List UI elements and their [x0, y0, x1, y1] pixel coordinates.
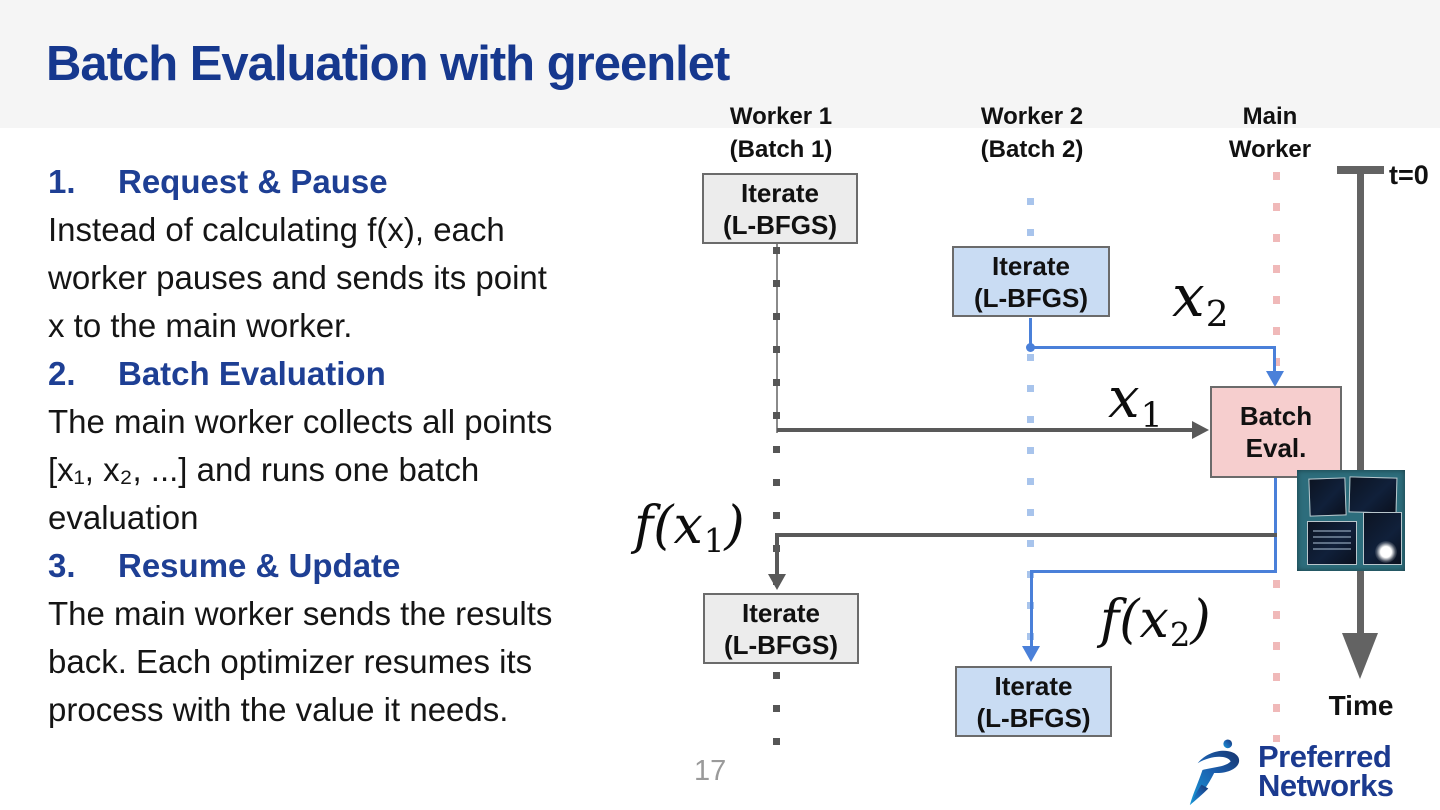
worker2-batch-label: (Batch 2) — [980, 136, 1084, 163]
batch-eval-box: Batch Eval. — [1210, 386, 1342, 478]
step-1-heading: 1. Request & Pause — [48, 158, 713, 206]
time-label: Time — [1328, 690, 1394, 721]
step-3-body-line: process with the value it needs. — [48, 691, 509, 728]
x2-label: x2 — [1172, 262, 1229, 336]
title-band — [0, 0, 1440, 128]
step-1-body-line: worker pauses and sends its point — [48, 259, 547, 296]
x1-message-line — [777, 428, 1194, 432]
column-header-worker1: Worker 1 (Batch 1) — [701, 100, 861, 166]
worker1-lifeline-dots — [773, 247, 780, 429]
step-2-number: 2. — [48, 355, 76, 392]
chip-tile — [1363, 512, 1402, 565]
step-2-body-line: The main worker collects all points — [48, 403, 553, 440]
page-number: 17 — [694, 755, 727, 787]
fx2-return-line — [1031, 570, 1277, 573]
batch-label: Batch — [1239, 401, 1313, 431]
column-header-worker2: Worker 2 (Batch 2) — [952, 100, 1112, 166]
step-2-body-line: [x₁, x₂, ...] and runs one batch — [48, 451, 480, 488]
fx1-label: f(x1) — [634, 496, 745, 561]
fx2-return-drop — [1030, 570, 1033, 648]
fx2-arrowhead-icon — [1022, 646, 1040, 662]
worker2-label: Worker 2 — [980, 103, 1084, 130]
step-1-title: Request & Pause — [118, 163, 388, 200]
lbfgs-label: (L-BFGS) — [973, 282, 1089, 313]
page-title: Batch Evaluation with greenlet — [46, 37, 730, 91]
main-lifeline-dots — [1273, 580, 1280, 742]
iterate-label: Iterate — [741, 597, 821, 628]
x2-message-line — [1029, 346, 1276, 349]
time-axis-arrowhead-icon — [1342, 633, 1378, 679]
iterate-label: Iterate — [740, 177, 820, 208]
batch-result-drop-line — [1274, 477, 1277, 572]
chip-tile — [1348, 476, 1398, 514]
step-3-title: Resume & Update — [118, 547, 401, 584]
step-3-body-line: back. Each optimizer resumes its — [48, 643, 533, 680]
column-header-main-worker: Main Worker — [1190, 100, 1350, 166]
x2-arrowhead-icon — [1266, 371, 1284, 387]
step-1-number: 1. — [48, 163, 76, 200]
logo-line-1: Preferred — [1258, 739, 1392, 774]
step-3-number: 3. — [48, 547, 76, 584]
lbfgs-label: (L-BFGS) — [976, 702, 1091, 733]
x2-message-drop — [1273, 346, 1276, 374]
lbfgs-label: (L-BFGS) — [722, 209, 838, 240]
chip-text — [1313, 530, 1351, 554]
chip-tile — [1307, 521, 1357, 565]
worker1-batch-label: (Batch 1) — [729, 136, 833, 163]
worker2-lifeline-dots — [1027, 198, 1034, 244]
worker1-lifeline-dots — [773, 672, 780, 750]
worker1-iterate-box-1: Iterate (L-BFGS) — [702, 173, 858, 244]
fx2-label: f(x2) — [1100, 590, 1211, 655]
main-lifeline-dots — [1273, 172, 1280, 384]
main-worker-label-2: Worker — [1228, 136, 1312, 163]
worker1-iterate-box-2: Iterate (L-BFGS) — [703, 593, 859, 664]
step-2-body-line: evaluation — [48, 499, 199, 536]
lbfgs-label: (L-BFGS) — [723, 629, 839, 660]
step-3-heading: 3. Resume & Update — [48, 542, 713, 590]
main-worker-label-1: Main — [1242, 103, 1298, 130]
time-axis-line — [1357, 170, 1364, 635]
worker2-iterate-box-2: Iterate (L-BFGS) — [955, 666, 1112, 737]
step-1-body-line: Instead of calculating f(x), each — [48, 211, 505, 248]
fx1-return-line — [777, 533, 1277, 537]
worker2-lifeline-dots — [1027, 354, 1034, 662]
step-1-body-line: x to the main worker. — [48, 307, 353, 344]
preferred-networks-logo-text: Preferred Networks — [1258, 739, 1394, 803]
x1-arrowhead-icon — [1192, 421, 1209, 439]
step-3-body-line: The main worker sends the results — [48, 595, 553, 632]
chip-tile — [1308, 477, 1347, 517]
step-2-heading: 2. Batch Evaluation — [48, 350, 713, 398]
glare-spot — [1375, 541, 1397, 563]
steps-list: 1. Request & Pause Instead of calculating… — [48, 158, 713, 734]
fx1-return-drop — [775, 533, 779, 575]
preferred-networks-logo-icon — [1189, 739, 1240, 806]
worker2-iterate-box-1: Iterate (L-BFGS) — [952, 246, 1110, 317]
step-2-title: Batch Evaluation — [118, 355, 386, 392]
x2-message-joint — [1026, 343, 1035, 352]
logo-line-2: Networks — [1258, 768, 1394, 803]
eval-label: Eval. — [1245, 433, 1307, 463]
worker1-label: Worker 1 — [729, 103, 833, 130]
chip-photo — [1297, 470, 1405, 571]
fx1-arrowhead-icon — [768, 574, 786, 590]
x2-message-stub — [1029, 318, 1032, 349]
x1-label: x1 — [1108, 366, 1163, 436]
t0-label: t=0 — [1389, 160, 1429, 190]
iterate-label: Iterate — [991, 250, 1071, 281]
iterate-label: Iterate — [994, 670, 1073, 701]
worker1-lifeline-dots — [773, 446, 780, 588]
